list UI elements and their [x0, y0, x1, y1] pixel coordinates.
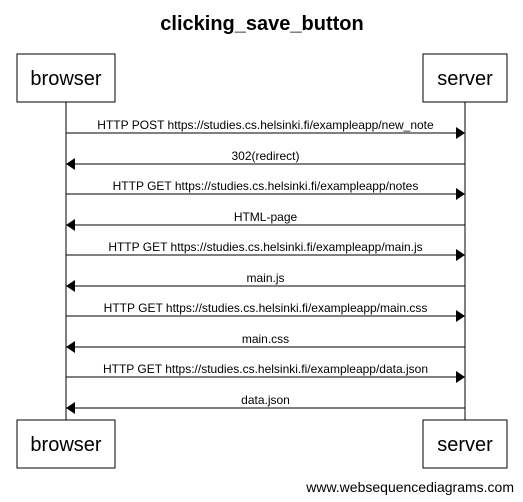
- arrowhead: [66, 341, 75, 353]
- message-label: main.js: [246, 271, 284, 285]
- arrowhead: [456, 371, 465, 383]
- message-1: HTTP POST https://studies.cs.helsinki.fi…: [66, 118, 465, 139]
- message-label: data.json: [241, 393, 290, 407]
- message-2: 302(redirect): [66, 149, 465, 170]
- watermark-text: www.websequencediagrams.com: [305, 479, 514, 495]
- actor-server-top: server: [422, 53, 508, 103]
- arrowhead: [456, 310, 465, 322]
- arrowhead: [66, 402, 75, 414]
- actor-server-bottom-label: server: [437, 434, 493, 456]
- message-5: HTTP GET https://studies.cs.helsinki.fi/…: [66, 240, 465, 261]
- arrowhead: [66, 219, 75, 231]
- arrowhead: [66, 158, 75, 170]
- actor-browser-bottom-label: browser: [30, 434, 101, 456]
- message-label: HTTP GET https://studies.cs.helsinki.fi/…: [113, 179, 419, 193]
- message-6: main.js: [66, 271, 465, 292]
- messages: HTTP POST https://studies.cs.helsinki.fi…: [66, 118, 465, 414]
- diagram-title: clicking_save_button: [160, 13, 363, 35]
- message-4: HTML-page: [66, 210, 465, 231]
- message-label: HTTP GET https://studies.cs.helsinki.fi/…: [103, 362, 428, 376]
- actor-server-bottom: server: [422, 419, 508, 469]
- message-label: main.css: [242, 332, 289, 346]
- message-7: HTTP GET https://studies.cs.helsinki.fi/…: [66, 301, 465, 322]
- message-label: 302(redirect): [231, 149, 299, 163]
- message-9: HTTP GET https://studies.cs.helsinki.fi/…: [66, 362, 465, 383]
- message-label: HTTP GET https://studies.cs.helsinki.fi/…: [108, 240, 422, 254]
- arrowhead: [456, 249, 465, 261]
- actor-browser-bottom: browser: [16, 419, 116, 469]
- arrowhead: [456, 127, 465, 139]
- message-label: HTTP GET https://studies.cs.helsinki.fi/…: [104, 301, 428, 315]
- actor-server-top-label: server: [437, 68, 493, 90]
- message-8: main.css: [66, 332, 465, 353]
- message-label: HTML-page: [234, 210, 298, 224]
- actor-browser-top: browser: [16, 53, 116, 103]
- arrowhead: [456, 188, 465, 200]
- message-label: HTTP POST https://studies.cs.helsinki.fi…: [97, 118, 434, 132]
- message-10: data.json: [66, 393, 465, 414]
- arrowhead: [66, 280, 75, 292]
- message-3: HTTP GET https://studies.cs.helsinki.fi/…: [66, 179, 465, 200]
- actor-browser-top-label: browser: [30, 68, 101, 90]
